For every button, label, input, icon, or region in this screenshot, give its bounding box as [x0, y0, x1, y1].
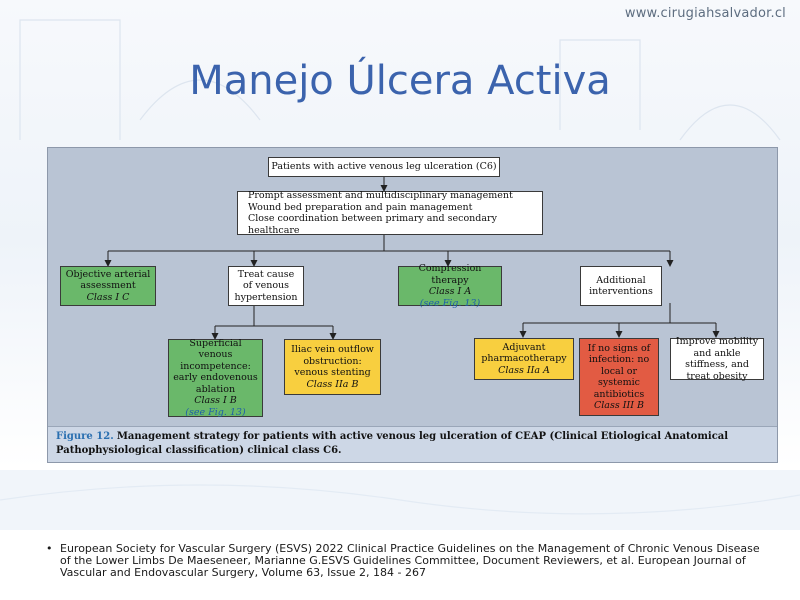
arterial-class: Class I C	[86, 291, 130, 303]
assessment-line-3: Close coordination between primary and s…	[248, 213, 497, 236]
adjuvant-class: Class IIa A	[498, 364, 550, 376]
superficial-text: Superficial venous incompetence: early e…	[173, 337, 258, 395]
iliac-text: Iliac vein outflow obstruction: venous s…	[291, 344, 374, 378]
figure-caption: Figure 12. Management strategy for patie…	[48, 426, 777, 462]
arterial-text: Objective arterial assessment	[65, 268, 151, 292]
reference-footnote: • European Society for Vascular Surgery …	[46, 542, 770, 579]
treat-cause-node: Treat cause of venous hypertension	[228, 266, 304, 306]
assessment-line-1: Prompt assessment and multidisciplinary …	[248, 190, 513, 201]
compression-class: Class I A	[428, 286, 472, 297]
compression-node: Compression therapy Class I A (see Fig. …	[398, 263, 502, 309]
additional-text: Additional interventions	[589, 274, 653, 298]
arterial-assessment-node: Objective arterial assessment Class I C	[60, 266, 156, 306]
treat-cause-text: Treat cause of venous hypertension	[234, 268, 298, 303]
caption-text: Management strategy for patients with ac…	[56, 431, 729, 456]
connector-lines	[104, 177, 720, 340]
slide-title: Manejo Úlcera Activa	[189, 58, 611, 104]
infection-class: Class III B	[593, 400, 644, 411]
superficial-see: (see Fig. 13)	[185, 406, 246, 418]
superficial-node: Superficial venous incompetence: early e…	[168, 337, 263, 418]
infection-text: If no signs of infection: no local or sy…	[587, 342, 651, 400]
iliac-class: Class IIa B	[306, 378, 359, 390]
iliac-node: Iliac vein outflow obstruction: venous s…	[284, 339, 381, 395]
root-text: Patients with active venous leg ulcerati…	[271, 161, 497, 173]
adjuvant-node: Adjuvant pharmacotherapy Class IIa A	[474, 338, 574, 380]
caption-label: Figure 12.	[56, 431, 114, 442]
compression-text: Compression therapy	[418, 263, 482, 286]
assessment-line-2: Wound bed preparation and pain managemen…	[248, 201, 473, 213]
infection-node: If no signs of infection: no local or sy…	[579, 338, 659, 416]
compression-see: (see Fig. 13)	[419, 297, 481, 309]
site-url: www.cirugiahsalvador.cl	[624, 6, 786, 21]
additional-interventions-node: Additional interventions	[580, 266, 662, 306]
superficial-class: Class I B	[194, 395, 237, 407]
adjuvant-text: Adjuvant pharmacotherapy	[481, 341, 567, 365]
flowchart-figure: Patients with active venous leg ulcerati…	[47, 147, 778, 463]
mobility-text: Improve mobility and ankle stiffness, an…	[675, 336, 759, 382]
root-node: Patients with active venous leg ulcerati…	[268, 157, 500, 177]
mobility-node: Improve mobility and ankle stiffness, an…	[670, 336, 764, 382]
bullet-icon: •	[46, 542, 53, 555]
reference-text: European Society for Vascular Surgery (E…	[60, 542, 760, 579]
assessment-node: Prompt assessment and multidisciplinary …	[237, 190, 543, 236]
